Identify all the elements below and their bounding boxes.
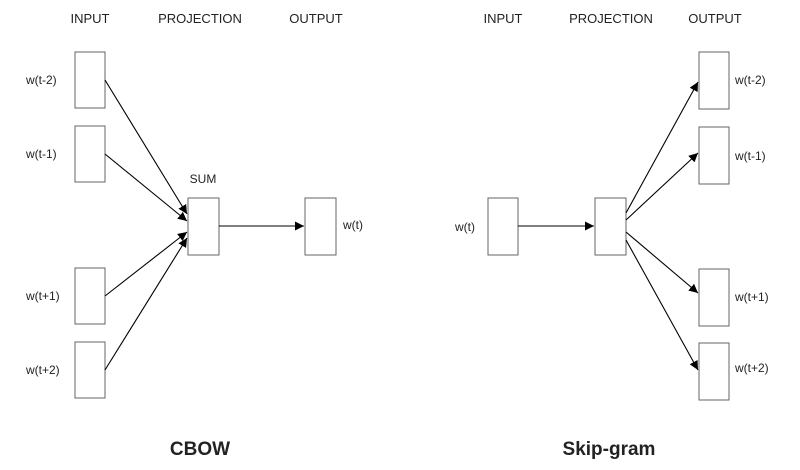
cbow-output-label: w(t) <box>342 218 363 232</box>
skipgram-output-box-t+1 <box>698 268 730 327</box>
skipgram-output-box-t-1 <box>698 126 730 185</box>
skipgram-output-box-t+2 <box>698 342 730 401</box>
cbow-input-label-t+1: w(t+1) <box>25 289 60 303</box>
skipgram-output-header: OUTPUT <box>688 11 742 26</box>
cbow-output-header: OUTPUT <box>289 11 343 26</box>
skipgram-arrow-t+1 <box>625 231 699 294</box>
cbow-input-box-t+1 <box>74 267 106 325</box>
skipgram-projection-header: PROJECTION <box>569 11 653 26</box>
cbow-caption: CBOW <box>170 439 230 460</box>
cbow-projection-header: PROJECTION <box>158 11 242 26</box>
cbow-arrow-t+2 <box>104 237 188 371</box>
skipgram-input-header: INPUT <box>484 11 523 26</box>
skipgram-arrow-t-2 <box>625 81 699 214</box>
cbow-output-box <box>304 197 337 256</box>
skipgram-output-box-t-2 <box>698 51 730 110</box>
cbow-input-box-t+2 <box>74 341 106 399</box>
cbow-diagram: INPUT PROJECTION OUTPUT w(t-2) w(t-1) w(… <box>25 11 363 460</box>
cbow-arrow-t-1 <box>104 153 188 222</box>
skipgram-output-label-t-2: w(t-2) <box>734 73 766 87</box>
cbow-arrow-t+1 <box>104 231 188 297</box>
skipgram-arrow-t-1 <box>625 152 699 221</box>
skipgram-output-label-t-1: w(t-1) <box>734 149 766 163</box>
skipgram-input-box <box>487 197 519 256</box>
skipgram-caption: Skip-gram <box>563 439 656 460</box>
skipgram-output-label-t+1: w(t+1) <box>734 290 769 304</box>
skipgram-output-label-t+2: w(t+2) <box>734 361 769 375</box>
skipgram-arrow-t+2 <box>625 239 699 371</box>
cbow-input-box-t-1 <box>74 125 106 183</box>
cbow-input-header: INPUT <box>71 11 110 26</box>
skipgram-projection-box <box>594 197 627 256</box>
cbow-projection-box <box>187 197 220 256</box>
cbow-input-label-t-2: w(t-2) <box>25 73 57 87</box>
skipgram-diagram: INPUT PROJECTION OUTPUT w(t) w(t-2) w(t-… <box>454 11 769 460</box>
cbow-input-label-t-1: w(t-1) <box>25 147 57 161</box>
cbow-input-box-t-2 <box>74 51 106 109</box>
cbow-input-label-t+2: w(t+2) <box>25 363 60 377</box>
cbow-arrow-t-2 <box>104 79 188 215</box>
cbow-sum-label: SUM <box>190 172 217 186</box>
skipgram-input-label: w(t) <box>454 220 475 234</box>
